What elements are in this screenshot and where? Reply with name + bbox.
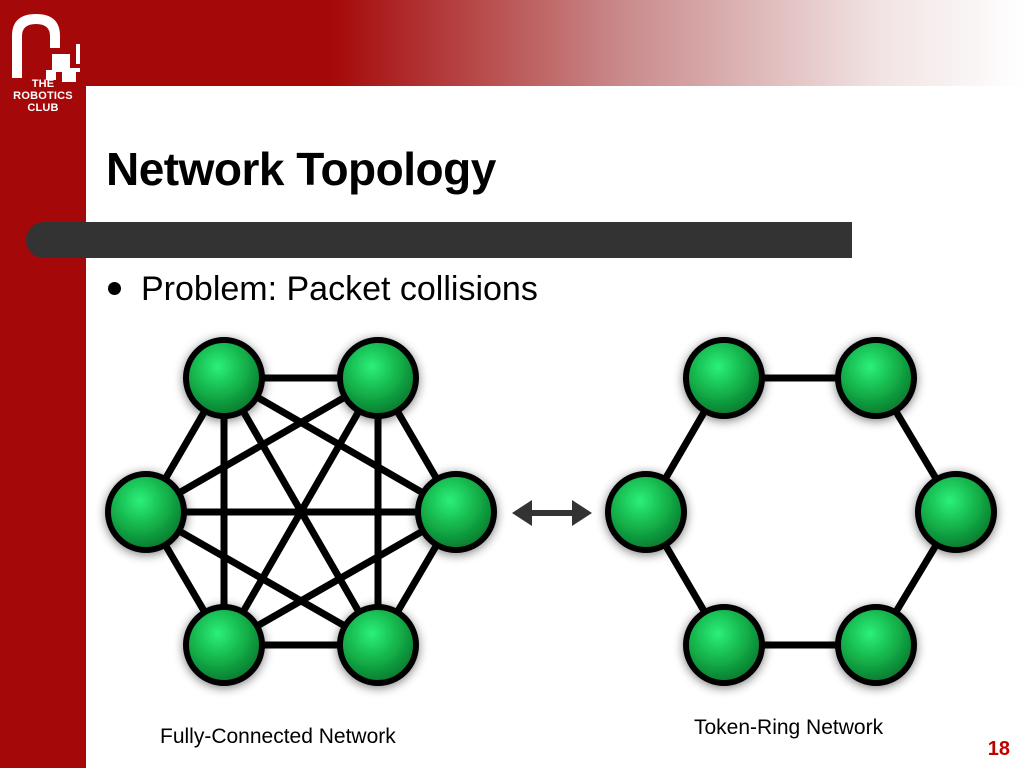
mesh-node bbox=[415, 471, 497, 553]
logo-text-robotics: ROBOTICS bbox=[13, 90, 73, 102]
ring-node bbox=[683, 337, 765, 419]
mesh-edges bbox=[142, 374, 460, 649]
mesh-node bbox=[337, 337, 419, 419]
mesh-nodes bbox=[105, 337, 497, 686]
ring-edges bbox=[642, 374, 960, 649]
ring-node bbox=[605, 471, 687, 553]
token-ring-caption: Token-Ring Network bbox=[694, 716, 884, 739]
bullet-item: Problem: Packet collisions bbox=[108, 270, 538, 309]
bullet-dot-icon bbox=[108, 281, 121, 295]
mesh-node bbox=[105, 471, 187, 553]
slide-title: Network Topology bbox=[106, 143, 496, 195]
bullet-text: Problem: Packet collisions bbox=[141, 270, 538, 308]
mesh-node bbox=[337, 604, 419, 686]
ring-node bbox=[835, 337, 917, 419]
ring-node bbox=[835, 604, 917, 686]
title-underline-bar bbox=[26, 222, 852, 258]
page-number: 18 bbox=[987, 738, 1010, 760]
robot-logo-icon bbox=[12, 14, 80, 82]
logo-text-the: THE bbox=[31, 78, 55, 90]
header-gradient-band bbox=[0, 0, 1024, 86]
ring-node bbox=[683, 604, 765, 686]
sidebar-band bbox=[0, 0, 86, 768]
ring-nodes bbox=[605, 337, 997, 686]
ring-node bbox=[915, 471, 997, 553]
mesh-node bbox=[183, 604, 265, 686]
mesh-node bbox=[183, 337, 265, 419]
logo-text-club: CLUB bbox=[27, 102, 59, 114]
fully-connected-caption: Fully-Connected Network bbox=[160, 725, 396, 748]
double-arrow-icon bbox=[512, 500, 592, 526]
